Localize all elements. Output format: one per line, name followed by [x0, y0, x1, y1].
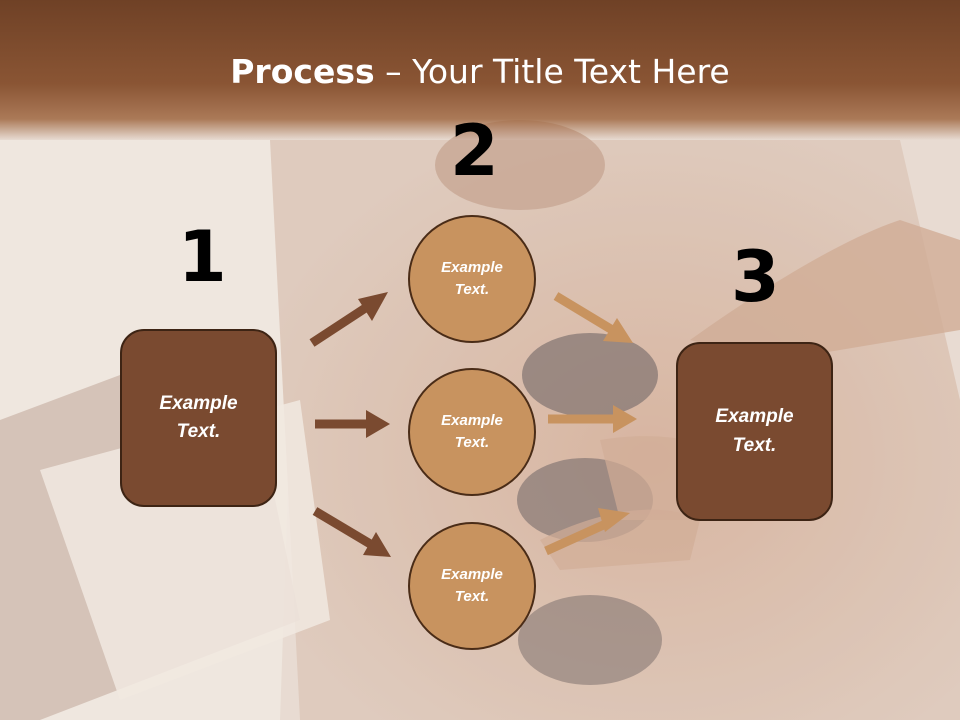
title-bold: Process: [230, 52, 375, 91]
step-3-box: Example Text.: [676, 342, 833, 521]
arrow-1-to-bottom: [312, 507, 391, 557]
step-1-label: Example Text.: [159, 392, 238, 443]
arrow-middle-to-3: [548, 405, 637, 433]
arrow-bottom-to-3: [544, 508, 630, 556]
step-number-1: 1: [178, 216, 227, 298]
step-number-2: 2: [450, 110, 499, 192]
circle-middle-label: Example Text.: [441, 411, 503, 452]
title-banner: [0, 0, 960, 140]
step-2-circle-top: Example Text.: [408, 215, 536, 343]
arrow-1-to-top: [309, 292, 388, 347]
title-rest: – Your Title Text Here: [374, 52, 730, 91]
step-1-box: Example Text.: [120, 329, 277, 507]
arrow-top-to-3: [553, 292, 633, 343]
step-2-circle-bottom: Example Text.: [408, 522, 536, 650]
circle-bottom-label: Example Text.: [441, 565, 503, 606]
arrow-1-to-middle: [315, 410, 390, 438]
step-number-3: 3: [731, 236, 780, 318]
circle-top-label: Example Text.: [441, 258, 503, 299]
step-3-label: Example Text.: [715, 406, 794, 456]
step-2-circle-middle: Example Text.: [408, 368, 536, 496]
slide-title: Process – Your Title Text Here: [0, 52, 960, 91]
